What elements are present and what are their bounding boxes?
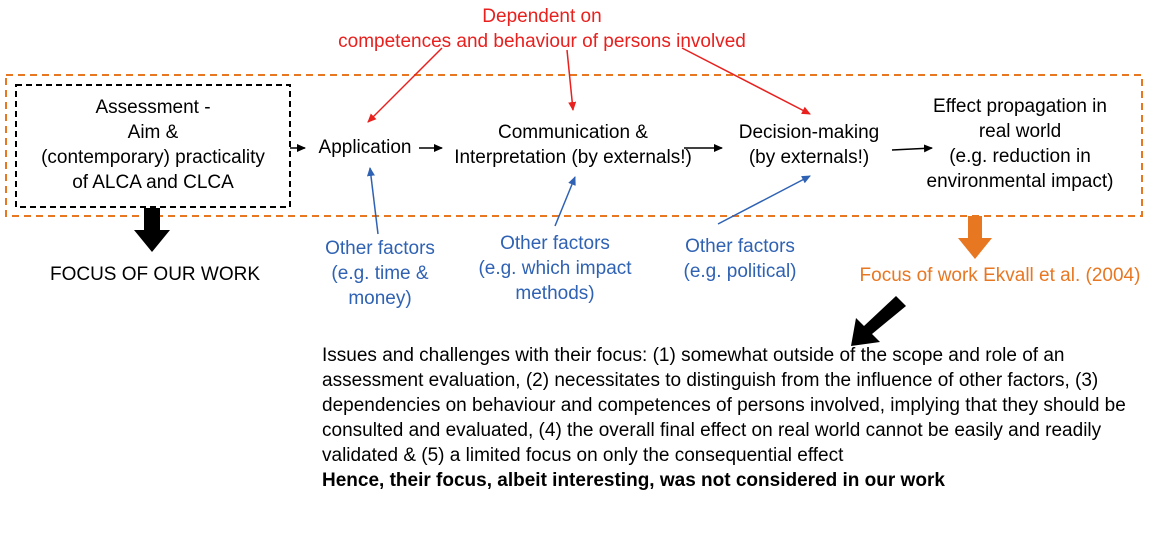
- effect-node: Effect propagation in real world (e.g. r…: [900, 94, 1140, 194]
- factor-time-money-line1: Other factors: [325, 238, 435, 259]
- factor-impact-methods-line2: (e.g. which impact: [478, 258, 632, 279]
- focus-ours-label: FOCUS OF OUR WORK: [49, 264, 261, 285]
- red-arrow-to-application: [367, 47, 443, 123]
- assessment-box: [15, 84, 291, 208]
- focus-ekvall-label: Focus of work Ekvall et al. (2004): [859, 265, 1141, 286]
- dependency-header: Dependent on competences and behaviour o…: [262, 4, 822, 54]
- communication-line1: Communication &: [498, 122, 648, 143]
- decision-line1: Decision-making: [738, 122, 880, 143]
- application-label: Application: [318, 137, 412, 158]
- factor-time-money-line2: (e.g. time &: [331, 263, 429, 284]
- assessment-line1: Assessment -: [95, 97, 211, 118]
- issues-text: Issues and challenges with their focus: …: [322, 345, 1126, 466]
- dependency-header-line1: Dependent on: [482, 6, 602, 27]
- blue-arrow-to-application: [366, 167, 379, 235]
- process-frame: [5, 74, 1143, 217]
- blue-arrow-to-communication: [554, 176, 576, 227]
- assessment-line4: of ALCA and CLCA: [72, 172, 234, 193]
- assessment-line3: (contemporary) practicality: [41, 147, 265, 168]
- issues-conclusion: Hence, their focus, albeit interesting, …: [322, 470, 945, 491]
- decision-line2: (by externals!): [748, 147, 870, 168]
- dependency-header-line2: competences and behaviour of persons inv…: [338, 31, 746, 52]
- factor-time-money: Other factors (e.g. time & money): [290, 236, 470, 311]
- effect-line2: real world: [978, 121, 1062, 142]
- decision-node: Decision-making (by externals!): [716, 120, 902, 170]
- focus-ekvall-down-arrow-icon: [958, 216, 992, 259]
- arrow-decision-to-effect: [891, 144, 933, 153]
- issues-paragraph: Issues and challenges with their focus: …: [322, 343, 1152, 493]
- red-arrow-to-decision: [681, 47, 811, 115]
- factor-impact-methods-line3: methods): [515, 283, 595, 304]
- issues-diagonal-arrow-icon: [851, 296, 906, 346]
- assessment-node: Assessment - Aim & (contemporary) practi…: [16, 95, 290, 195]
- factor-political-line1: Other factors: [685, 236, 795, 257]
- application-node: Application: [306, 135, 424, 160]
- factor-time-money-line3: money): [348, 288, 412, 309]
- red-arrow-to-communication: [566, 49, 577, 111]
- effect-line1: Effect propagation in: [933, 96, 1107, 117]
- factor-political: Other factors (e.g. political): [650, 234, 830, 284]
- effect-line3: (e.g. reduction in: [949, 146, 1091, 167]
- factor-impact-methods: Other factors (e.g. which impact methods…: [450, 231, 660, 306]
- factor-political-line2: (e.g. political): [683, 261, 797, 282]
- factor-impact-methods-line1: Other factors: [500, 233, 610, 254]
- focus-ours-down-arrow-icon: [134, 208, 170, 252]
- effect-line4: environmental impact): [926, 171, 1114, 192]
- communication-line2: Interpretation (by externals!): [454, 147, 692, 168]
- communication-node: Communication & Interpretation (by exter…: [432, 120, 714, 170]
- assessment-line2: Aim &: [127, 122, 179, 143]
- blue-arrow-to-decision: [717, 175, 811, 225]
